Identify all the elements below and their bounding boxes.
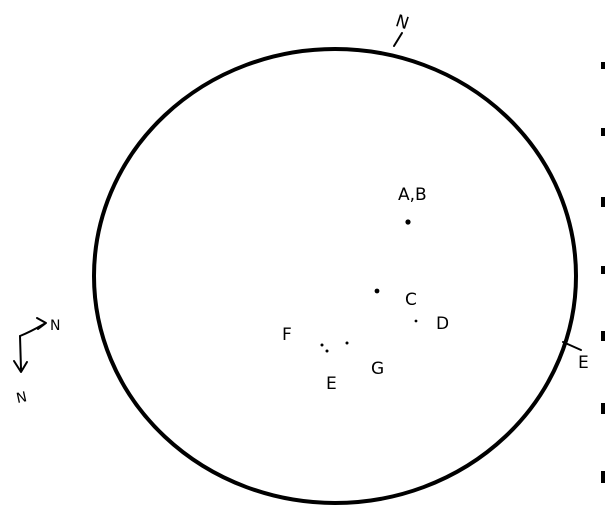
compass-down-label: N (15, 389, 29, 407)
spot-c-label: C (405, 290, 417, 310)
compass-right-label: N (50, 318, 60, 334)
edge-mark (601, 197, 605, 207)
spot-f-label: F (282, 325, 292, 345)
spot-e-label: E (326, 374, 337, 394)
edge-mark (601, 266, 605, 274)
spot-f-dot (321, 344, 324, 347)
spot-ab-label: A,B (398, 185, 427, 205)
edge-mark (601, 403, 605, 414)
compass-down-line (20, 336, 21, 369)
edge-mark (601, 128, 605, 136)
solar-disk-outline (94, 49, 576, 503)
spot-d-label: D (436, 314, 449, 334)
spot-g-label: G (371, 359, 384, 379)
east-label: E (578, 353, 589, 373)
edge-mark (601, 331, 605, 341)
spot-c-dot (375, 289, 380, 294)
edge-mark (601, 62, 605, 69)
spot-d-dot (415, 320, 418, 323)
compass: N N (14, 318, 60, 407)
spot-ab-dot (405, 219, 410, 224)
edge-mark (601, 471, 605, 483)
spot-e-dot (326, 350, 329, 353)
compass-corner (20, 324, 44, 336)
north-tick (394, 33, 402, 46)
spot-g-dot (346, 342, 349, 345)
north-label: N (393, 11, 411, 34)
